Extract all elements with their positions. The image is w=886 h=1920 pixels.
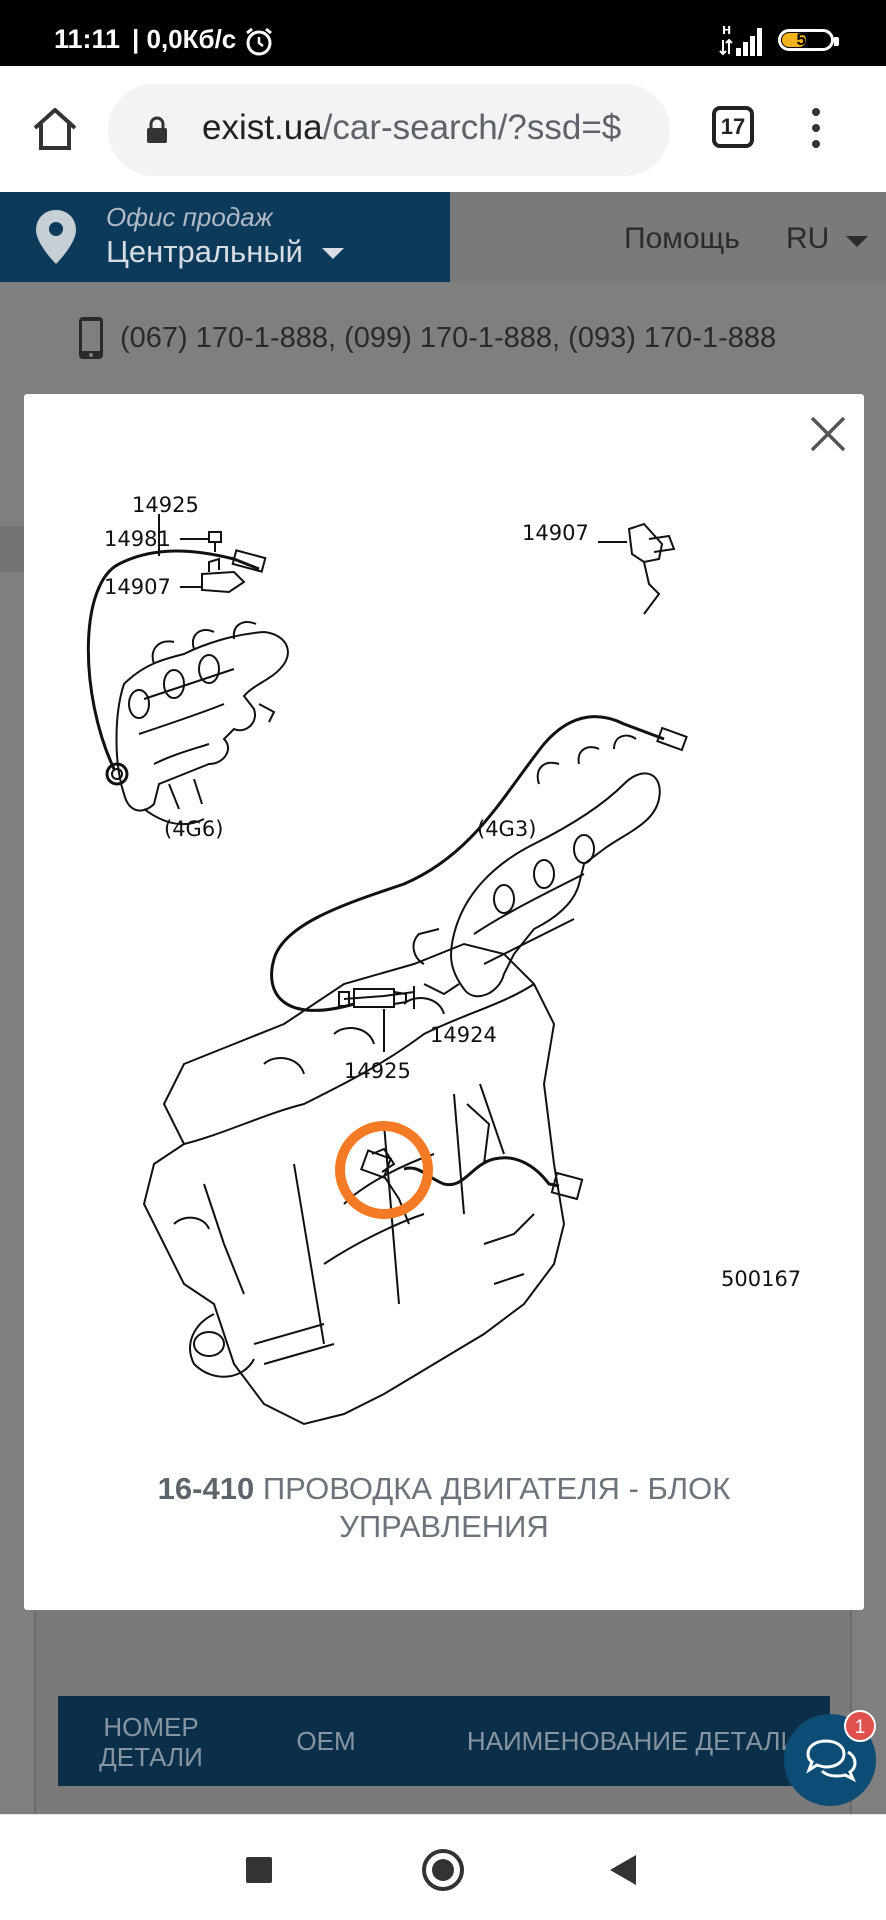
- parts-diagram: 14925 14981 14907 14907 14925 (4G6) (4G3…: [86, 493, 801, 1426]
- chat-notification-badge: 1: [844, 1710, 876, 1742]
- label-14907-right: 14907: [522, 521, 589, 545]
- label-14925-bottom: 14925: [344, 1059, 411, 1083]
- url-text[interactable]: exist.ua/car-search/?ssd=$: [202, 108, 621, 148]
- mobile-phone-icon: [79, 317, 103, 359]
- column-oem[interactable]: OEM: [296, 1726, 356, 1756]
- chat-icon: [806, 1739, 857, 1782]
- office-value: Центральный: [106, 234, 303, 269]
- site-header: Офис продаж Центральный Помощь RU: [0, 192, 886, 282]
- address-bar[interactable]: exist.ua/car-search/?ssd=$: [108, 84, 670, 176]
- highlight-marker: [335, 1121, 433, 1219]
- browser-menu-icon[interactable]: [806, 104, 826, 156]
- label-14907-left: 14907: [104, 575, 171, 599]
- status-bar: 11:11 | 0,0Кб/с H 50: [0, 0, 886, 66]
- network-type: H: [722, 24, 731, 37]
- column-part-name[interactable]: НАИМЕНОВАНИЕ ДЕТАЛИ: [466, 1726, 800, 1756]
- diagram-modal: 14925 14981 14907 14907 14925 (4G6) (4G3…: [24, 394, 864, 1610]
- caption-text: ПРОВОДКА ДВИГАТЕЛЯ - БЛОК УПРАВЛЕНИЯ: [254, 1471, 731, 1544]
- battery-icon: 50: [778, 29, 839, 51]
- back-button[interactable]: [610, 1855, 636, 1885]
- backdrop-band: [0, 526, 24, 572]
- status-net-speed: | 0,0Кб/с: [132, 24, 237, 54]
- home-icon[interactable]: [28, 102, 82, 156]
- label-14925-top: 14925: [132, 493, 199, 517]
- office-caption: Офис продаж: [106, 202, 273, 232]
- label-14981: 14981: [104, 527, 171, 551]
- tab-switcher-button[interactable]: 17: [712, 106, 754, 148]
- chevron-down-icon: [322, 248, 344, 259]
- parts-table-header: НОМЕР ДЕТАЛИ OEM НАИМЕНОВАНИЕ ДЕТАЛИ: [58, 1696, 830, 1786]
- office-selector[interactable]: Офис продаж Центральный: [0, 192, 450, 282]
- system-nav-bar: [0, 1814, 886, 1920]
- location-pin-icon: [36, 210, 76, 264]
- url-path: /car-search/?ssd=$: [322, 108, 622, 147]
- label-engine-4g6: (4G6): [164, 817, 223, 841]
- home-nav-button[interactable]: [422, 1849, 464, 1891]
- help-link[interactable]: Помощь: [624, 222, 740, 255]
- lock-icon: [147, 116, 167, 143]
- status-time: 11:11: [54, 24, 121, 54]
- language-selector[interactable]: RU: [786, 222, 830, 255]
- url-host: exist.ua: [202, 108, 323, 147]
- battery-level: 50: [796, 30, 816, 49]
- label-drawing-number: 500167: [721, 1267, 801, 1291]
- phone-numbers[interactable]: (067) 170-1-888, (099) 170-1-888, (093) …: [120, 322, 777, 354]
- alarm-icon: [246, 27, 272, 56]
- recents-button[interactable]: [246, 1857, 272, 1883]
- chevron-down-icon: [846, 236, 868, 247]
- label-engine-4g3: (4G3): [477, 817, 536, 841]
- column-part-number[interactable]: НОМЕР ДЕТАЛИ: [99, 1712, 203, 1772]
- signal-icon: H: [719, 24, 762, 56]
- label-14924: 14924: [430, 1023, 497, 1047]
- diagram-caption: 16-410 ПРОВОДКА ДВИГАТЕЛЯ - БЛОК УПРАВЛЕ…: [64, 1470, 824, 1546]
- phone-bar: (067) 170-1-888, (099) 170-1-888, (093) …: [0, 282, 886, 394]
- caption-code: 16-410: [157, 1471, 255, 1506]
- browser-toolbar: exist.ua/car-search/?ssd=$ 17: [0, 66, 886, 192]
- close-icon[interactable]: [806, 412, 850, 456]
